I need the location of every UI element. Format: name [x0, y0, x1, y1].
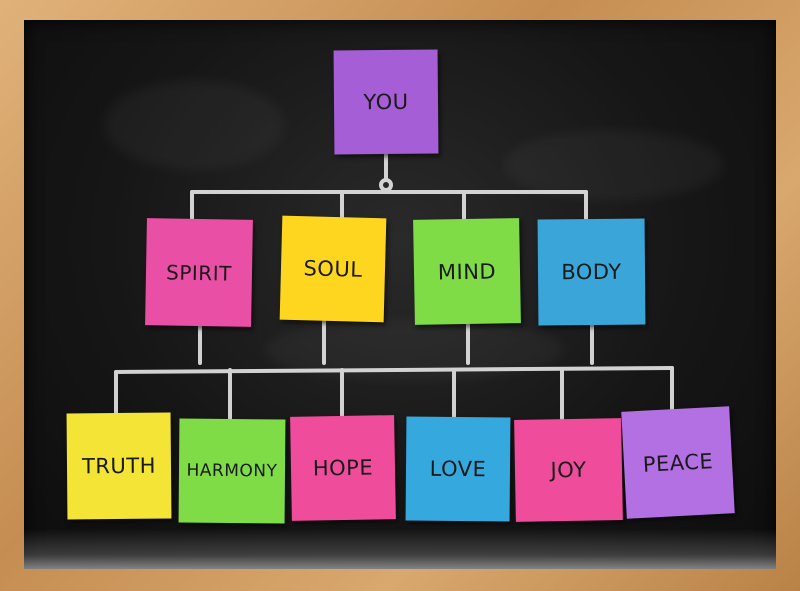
note-label: MIND — [437, 258, 497, 285]
note-spirit: SPIRIT — [145, 218, 253, 327]
note-soul: SOUL — [279, 215, 387, 323]
note-label: LOVE — [429, 456, 487, 482]
note-label: SPIRIT — [165, 259, 233, 286]
note-truth: TRUTH — [66, 412, 172, 520]
chalk-smudge — [104, 80, 284, 170]
note-harmony: HARMONY — [178, 418, 286, 524]
note-love: LOVE — [405, 416, 511, 522]
note-label: BODY — [561, 259, 622, 285]
note-label: JOY — [550, 457, 587, 483]
note-label: SOUL — [303, 256, 363, 282]
note-body: BODY — [537, 218, 646, 326]
note-joy: JOY — [514, 418, 623, 522]
chalk-dust-tray — [24, 529, 776, 569]
note-you: YOU — [333, 49, 439, 155]
note-label: YOU — [363, 89, 409, 115]
note-hope: HOPE — [290, 415, 396, 521]
note-peace: PEACE — [621, 406, 735, 519]
blackboard: YOU SPIRIT SOUL MIND BODY TRUTH HARMONY … — [24, 20, 776, 569]
chalk-junction — [379, 178, 393, 192]
chalk-connector-lines — [114, 152, 674, 421]
note-label: HARMONY — [186, 460, 278, 482]
note-label: TRUTH — [81, 453, 157, 479]
note-mind: MIND — [413, 218, 521, 325]
note-label: PEACE — [642, 448, 714, 477]
chalk-smudge — [504, 130, 724, 200]
chalk-line-level3-bar — [114, 366, 674, 374]
note-label: HOPE — [312, 455, 374, 481]
